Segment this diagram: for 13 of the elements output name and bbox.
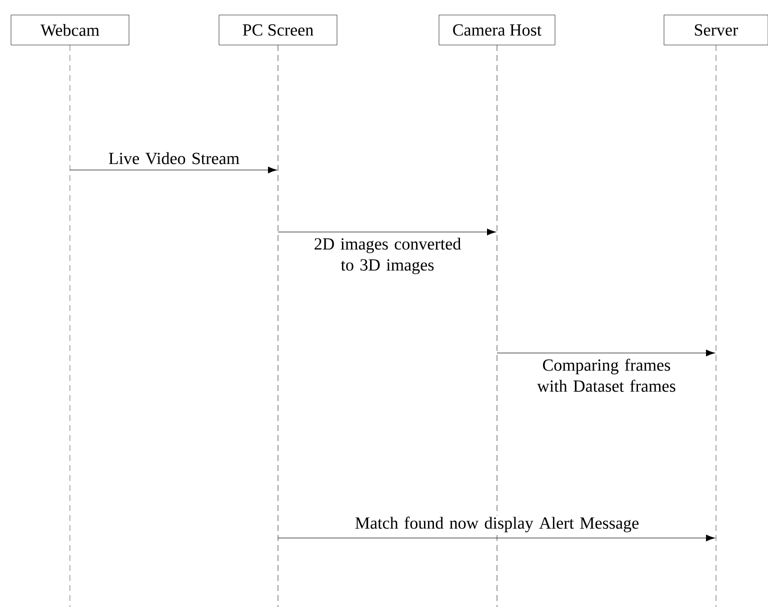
edge-label: Live Video Stream [108, 152, 240, 164]
arrow [278, 228, 496, 236]
participant-box: PC Screen [218, 14, 338, 46]
participant-box: Server [664, 14, 768, 46]
participant-box: Webcam [10, 14, 130, 46]
edge-label: Match found now display Alert Message [355, 516, 639, 532]
edge-label: 2D images converted to 3D images [314, 238, 461, 274]
participant-box: Camera Host [438, 14, 556, 46]
edge-label: Comparing frames with Dataset frames [537, 358, 676, 392]
lifeline [496, 44, 498, 607]
arrow [496, 350, 715, 356]
arrow [70, 166, 277, 174]
arrow [278, 534, 715, 542]
